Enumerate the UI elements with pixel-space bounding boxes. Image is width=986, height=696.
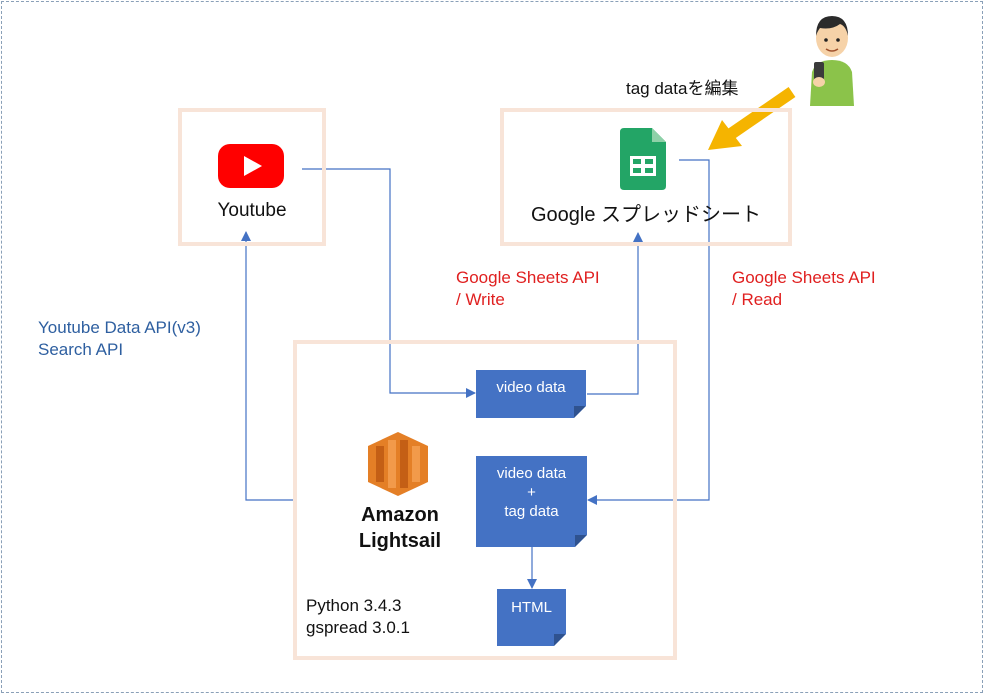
edge-youtube-to-videodata	[302, 168, 476, 398]
user-action-label: tag dataを編集	[626, 79, 739, 98]
youtube-logo-icon	[218, 144, 284, 188]
youtube-node	[178, 108, 326, 246]
merged-line3: tag data	[504, 503, 559, 520]
edge-youtube-api	[241, 231, 296, 501]
google-sheets-label: Google スプレッドシート	[530, 204, 762, 226]
merged-line1: video data	[496, 465, 567, 482]
lightsail-label-line2: Lightsail	[358, 530, 442, 552]
html-document: HTML	[497, 589, 566, 646]
merged-line2: +	[527, 484, 536, 501]
google-sheets-node	[500, 108, 792, 246]
merged-data-document: video data + tag data	[476, 456, 587, 547]
video-data-label: video data	[496, 379, 566, 396]
youtube-label: Youtube	[217, 200, 287, 221]
sheets-read-label-line2: / Read	[732, 290, 783, 309]
user-edit-arrow	[708, 87, 796, 150]
video-data-document: video data	[476, 370, 586, 418]
edge-sheets-write	[587, 232, 643, 395]
edge-sheets-read	[587, 159, 710, 505]
sheets-read-label-line1: Google Sheets API	[732, 268, 876, 287]
html-label: HTML	[511, 599, 552, 616]
youtube-api-label-line2: Search API	[38, 340, 124, 359]
env-label-line2: gspread 3.0.1	[306, 618, 410, 637]
user-with-phone-icon	[806, 10, 858, 106]
lightsail-label-line1: Amazon	[361, 504, 439, 526]
sheets-write-label-line2: / Write	[456, 290, 505, 309]
google-sheets-icon	[620, 128, 666, 190]
env-label-line1: Python 3.4.3	[306, 596, 402, 615]
lightsail-node	[293, 340, 677, 660]
sheets-write-label-line1: Google Sheets API	[456, 268, 600, 287]
youtube-api-label-line1: Youtube Data API(v3)	[38, 318, 201, 337]
aws-lightsail-icon	[368, 432, 428, 496]
